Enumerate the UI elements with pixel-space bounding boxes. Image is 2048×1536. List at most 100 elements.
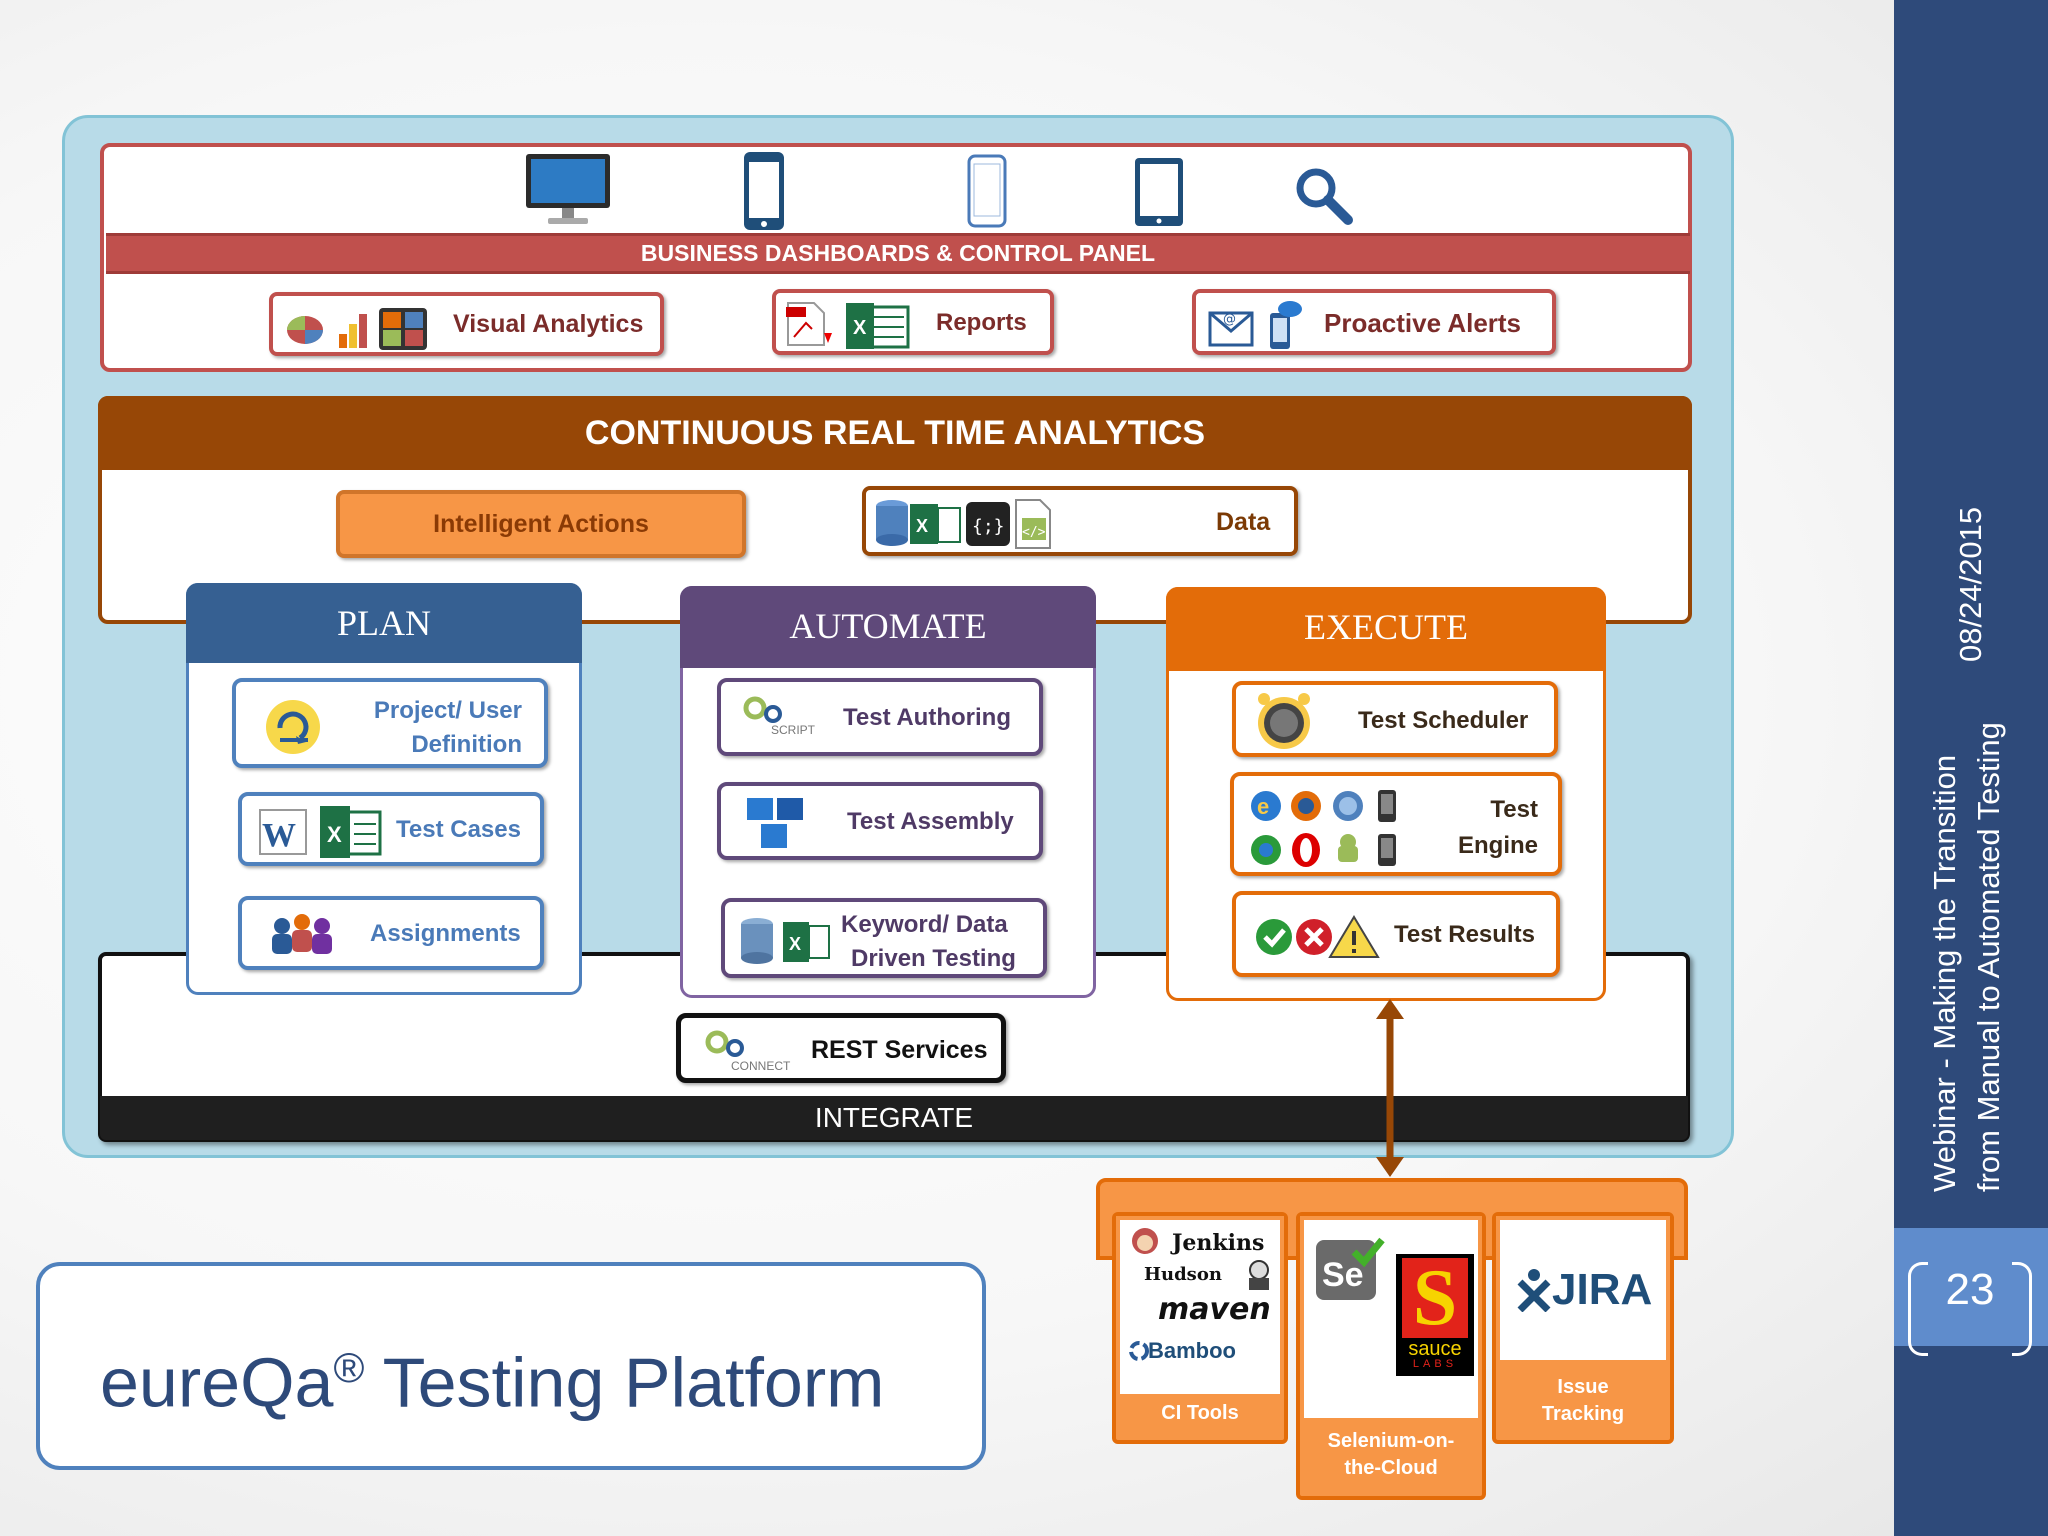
visual-analytics-pill[interactable]: Visual Analytics — [269, 292, 664, 356]
intelligent-actions-button[interactable]: Intelligent Actions — [336, 490, 746, 558]
selenium-logo-icon: Se — [1316, 1237, 1385, 1300]
sauce-labs-logo: S sauce LABS — [1396, 1254, 1474, 1376]
test-authoring-label: Test Authoring — [843, 704, 1011, 731]
search-icon — [1296, 168, 1353, 225]
hudson-butler-icon — [1249, 1260, 1269, 1290]
platform-title-box — [36, 1262, 986, 1470]
definition-label: Definition — [411, 731, 522, 758]
svg-text:X: X — [916, 516, 928, 536]
project-user-label: Project/ User — [373, 697, 522, 724]
test-cases-label: Test Cases — [396, 816, 521, 843]
analytics-title: CONTINUOUS REAL TIME ANALYTICS — [98, 396, 1692, 470]
svg-text:X: X — [327, 822, 342, 847]
assignments-label: Assignments — [370, 920, 521, 947]
data-pill[interactable]: X {;} </> Data — [862, 486, 1298, 556]
execute-title: EXECUTE — [1166, 587, 1606, 671]
sauce-labs-sub: LABS — [1412, 1358, 1458, 1370]
jenkins-butler-icon — [1132, 1228, 1158, 1254]
webinar-title-line1: Webinar - Making the Transition — [1927, 754, 1962, 1192]
selenium-label-2: the-Cloud — [1344, 1457, 1438, 1479]
scrum-cycle-icon — [266, 700, 320, 754]
plan-title: PLAN — [186, 583, 582, 663]
test-scheduler-pill[interactable]: Test Scheduler — [1232, 681, 1558, 757]
intelligent-actions-label: Intelligent Actions — [433, 510, 649, 538]
visual-analytics-label: Visual Analytics — [453, 310, 644, 338]
keyword-data-driven-pill[interactable]: X Keyword/ Data Driven Testing — [721, 898, 1047, 978]
hudson-label: Hudson — [1144, 1264, 1222, 1285]
issue-tracking-logos: JIRA — [1496, 1216, 1670, 1364]
test-scheduler-label: Test Scheduler — [1358, 707, 1529, 734]
smartphone-icon — [744, 152, 784, 230]
database-excel-icon: X — [741, 918, 830, 964]
svg-text:X: X — [853, 317, 867, 339]
driven-testing-label: Driven Testing — [851, 945, 1016, 972]
word-excel-icon: W X — [259, 806, 382, 858]
selenium-label-1: Selenium-on- — [1327, 1430, 1455, 1452]
pdf-excel-icon: X — [786, 302, 910, 349]
test-assembly-pill[interactable]: Test Assembly — [717, 782, 1043, 860]
maven-label: maven — [1158, 1292, 1271, 1327]
team-people-icon — [272, 914, 332, 954]
right-bracket-icon — [2012, 1262, 2032, 1356]
bamboo-icon — [1129, 1341, 1149, 1361]
cubes-icon — [747, 798, 803, 848]
jira-logo-text: JIRA — [1552, 1265, 1653, 1314]
proactive-alerts-pill[interactable]: @ Proactive Alerts — [1192, 289, 1556, 355]
ci-tools-logos: Jenkins Hudson maven Bamboo — [1116, 1216, 1284, 1398]
platform-name: eureQa — [100, 1343, 334, 1422]
left-bracket-icon — [1908, 1262, 1928, 1356]
svg-text:X: X — [789, 934, 801, 954]
engine-label: Engine — [1457, 832, 1538, 859]
browsers-icon: e — [1251, 790, 1396, 867]
qa-connect-logo-icon: CONNECT — [705, 1030, 791, 1072]
bamboo-label: Bamboo — [1148, 1338, 1236, 1363]
webinar-date: 08/24/2015 — [1953, 506, 1988, 662]
svg-text:W: W — [262, 817, 296, 854]
registered-mark: ® — [333, 1344, 365, 1391]
data-label: Data — [1216, 508, 1271, 536]
se-logo-text: Se — [1322, 1256, 1364, 1294]
automate-title: AUTOMATE — [680, 586, 1096, 668]
page-number-box — [1894, 1228, 2048, 1346]
svg-text:e: e — [1257, 794, 1269, 819]
jira-figure-icon — [1517, 1269, 1551, 1312]
test-results-pill[interactable]: Test Results — [1232, 891, 1560, 977]
selenium-logos: Se S sauce LABS — [1300, 1216, 1482, 1422]
qa-script-sub-text: SCRIPT — [771, 723, 816, 737]
svg-text:{;}: {;} — [972, 516, 1005, 537]
tablet-icon — [1135, 158, 1183, 226]
proactive-alerts-label: Proactive Alerts — [1324, 308, 1522, 338]
test-engine-pill[interactable]: e Test Engine — [1230, 772, 1562, 876]
desktop-monitor-icon — [526, 154, 610, 224]
test-assembly-label: Test Assembly — [847, 808, 1014, 835]
data-sources-icon: X {;} </> — [876, 499, 1051, 549]
keyword-data-label: Keyword/ Data — [841, 911, 1008, 938]
test-cases-pill[interactable]: W X Test Cases — [238, 792, 544, 866]
phone-outline-icon — [967, 154, 1007, 228]
sauce-text: sauce — [1408, 1338, 1462, 1360]
reports-label: Reports — [936, 309, 1027, 336]
svg-text:</>: </> — [1022, 525, 1046, 540]
assignments-pill[interactable]: Assignments — [238, 896, 544, 970]
rest-services-pill[interactable]: CONNECT REST Services — [676, 1013, 1006, 1083]
page-number: 23 — [1945, 1265, 1995, 1314]
test-authoring-pill[interactable]: SCRIPT Test Authoring — [717, 678, 1043, 756]
issue-label-2: Tracking — [1541, 1403, 1625, 1425]
double-arrow-connector — [1376, 999, 1404, 1177]
webinar-title-line2: from Manual to Automated Testing — [1971, 722, 2006, 1192]
test-results-label: Test Results — [1394, 921, 1535, 948]
reports-pill[interactable]: X Reports — [772, 289, 1054, 355]
test-label: Test — [1490, 796, 1538, 823]
alarm-clock-icon — [1258, 693, 1310, 749]
integrate-label: INTEGRATE — [100, 1096, 1688, 1140]
project-user-definition-pill[interactable]: Project/ User Definition — [232, 678, 548, 768]
platform-title: eureQa® Testing Platform — [100, 1320, 884, 1430]
qa-connect-sub-text: CONNECT — [731, 1059, 791, 1072]
dashboard-band: BUSINESS DASHBOARDS & CONTROL PANEL — [106, 233, 1690, 274]
platform-rest: Testing Platform — [364, 1343, 885, 1422]
svg-text:@: @ — [1223, 312, 1236, 327]
jenkins-label: Jenkins — [1172, 1230, 1265, 1256]
sauce-s-icon: S — [1402, 1258, 1468, 1338]
rest-services-label: REST Services — [811, 1036, 988, 1064]
issue-label-1: Issue — [1557, 1376, 1609, 1398]
